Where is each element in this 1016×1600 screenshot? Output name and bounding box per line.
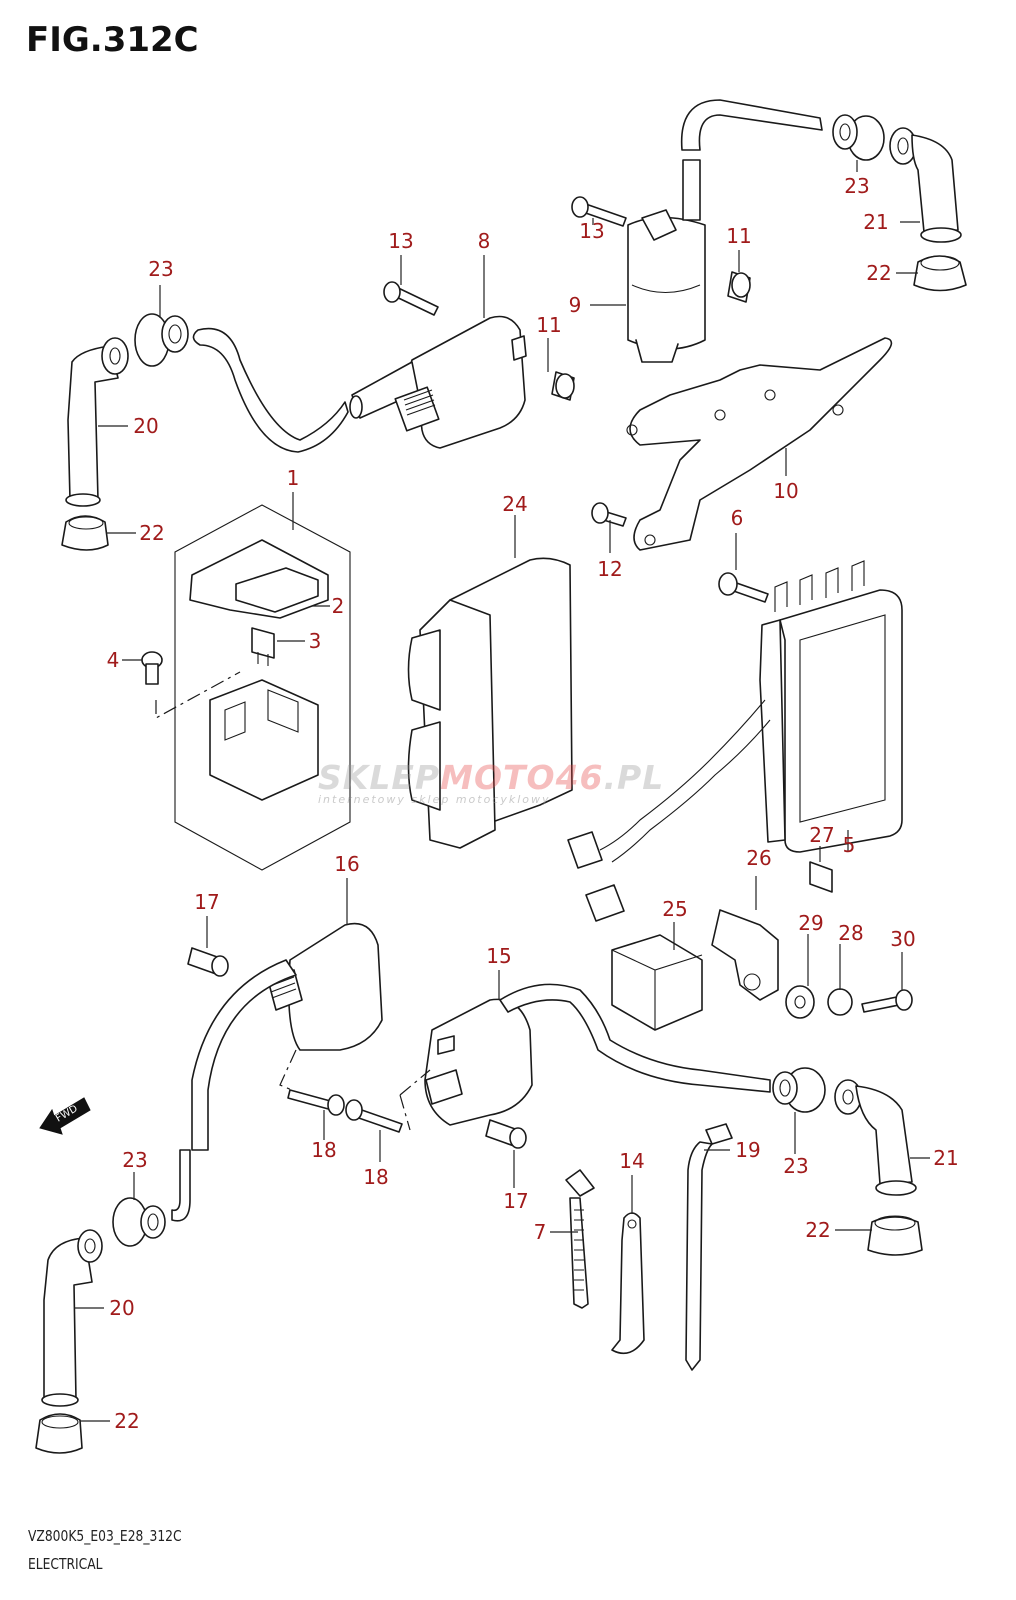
part-plug-cable-lower-left: [171, 959, 297, 1222]
part-ignition-coil-15[interactable]: [424, 998, 533, 1126]
part-cable-tie-19[interactable]: [685, 1123, 733, 1371]
part-screw-4[interactable]: [141, 651, 163, 685]
callout-4: 4: [107, 648, 120, 672]
callout-12: 12: [597, 557, 622, 581]
part-regulator-5[interactable]: [567, 560, 903, 922]
part-plug-cable-lower-middle: [499, 983, 771, 1093]
callout-10: 10: [773, 479, 798, 503]
callout-30: 30: [890, 927, 915, 951]
callout-7: 7: [534, 1220, 547, 1244]
part-collar-17-a[interactable]: [187, 947, 229, 977]
part-plug-cap-20-a[interactable]: [65, 337, 129, 507]
part-bolt-12[interactable]: [591, 502, 627, 527]
callout-14: 14: [619, 1149, 644, 1173]
callout-22-d: 22: [805, 1218, 830, 1242]
callout-18-a: 18: [311, 1138, 336, 1162]
model-code: VZ800K5_E03_E28_312C: [28, 1527, 182, 1545]
part-ecm-24[interactable]: [407, 557, 573, 849]
callout-11-b: 11: [726, 224, 751, 248]
part-holder-26[interactable]: [711, 909, 779, 1001]
figure-footer: VZ800K5_E03_E28_312C ELECTRICAL: [28, 1522, 182, 1578]
part-bolt-30[interactable]: [861, 989, 913, 1013]
part-bolt-6[interactable]: [718, 572, 769, 603]
callout-2: 2: [332, 594, 345, 618]
part-relay-25[interactable]: [611, 934, 703, 1031]
callout-19: 19: [735, 1138, 760, 1162]
callout-3: 3: [309, 629, 322, 653]
callout-21-b: 21: [933, 1146, 958, 1170]
part-bolt-18-a[interactable]: [287, 1089, 345, 1116]
part-fuse-3[interactable]: [251, 627, 275, 666]
callout-21-a: 21: [863, 210, 888, 234]
part-cap-23-a[interactable]: [134, 313, 189, 367]
section-name: ELECTRICAL: [28, 1555, 103, 1573]
part-plug-cap-20-b[interactable]: [41, 1229, 103, 1407]
callout-5: 5: [843, 833, 856, 857]
part-cushion-29[interactable]: [785, 985, 815, 1019]
part-bracket-10[interactable]: [626, 337, 893, 551]
callout-9: 9: [569, 293, 582, 317]
part-boot-22-c[interactable]: [35, 1413, 83, 1454]
part-boot-22-a[interactable]: [61, 515, 109, 551]
part-collar-11-a[interactable]: [551, 371, 575, 401]
callout-23-b: 23: [844, 174, 869, 198]
callout-24: 24: [502, 492, 527, 516]
callout-18-b: 18: [363, 1165, 388, 1189]
part-plug-cap-21-b[interactable]: [834, 1079, 917, 1196]
part-ignition-coil-9[interactable]: [627, 209, 706, 363]
part-plug-cable-left: [192, 327, 349, 453]
callout-labels: 1 2 3 4 5 6 7 8 9 10 11 11 12 13 13 14 1…: [107, 174, 959, 1433]
part-ignition-coil-16[interactable]: [267, 922, 383, 1051]
part-bolt-13-b[interactable]: [571, 196, 627, 227]
part-boot-22-b[interactable]: [913, 255, 967, 292]
forward-arrow-icon: FWD: [39, 1097, 91, 1135]
part-bolt-18-b[interactable]: [345, 1099, 403, 1133]
callout-22-b: 22: [866, 261, 891, 285]
part-collar-17-b[interactable]: [485, 1119, 527, 1149]
callout-6: 6: [731, 506, 744, 530]
callout-23-a: 23: [148, 257, 173, 281]
part-ignition-coil-8[interactable]: [349, 315, 527, 449]
part-clamp-14[interactable]: [611, 1212, 645, 1355]
callout-11-a: 11: [536, 313, 561, 337]
callout-27: 27: [809, 823, 834, 847]
part-collar-28[interactable]: [827, 988, 853, 1016]
part-plug-cap-21-a[interactable]: [889, 127, 962, 243]
part-collar-11-b[interactable]: [727, 271, 751, 303]
callout-16: 16: [334, 852, 359, 876]
callout-26: 26: [746, 846, 771, 870]
callout-25: 25: [662, 897, 687, 921]
callout-20-a: 20: [133, 414, 158, 438]
callout-28: 28: [838, 921, 863, 945]
part-cap-23-c[interactable]: [112, 1197, 166, 1247]
part-fusebox-group-1[interactable]: [174, 504, 351, 871]
callout-17-a: 17: [194, 890, 219, 914]
part-bolt-13-a[interactable]: [383, 281, 439, 316]
part-clamp-7[interactable]: [565, 1169, 595, 1309]
part-boot-22-d[interactable]: [867, 1215, 923, 1256]
callout-29: 29: [798, 911, 823, 935]
callout-13-b: 13: [579, 219, 604, 243]
callout-1: 1: [287, 466, 300, 490]
part-cap-23-b[interactable]: [832, 114, 885, 161]
figure-title: FIG.312C: [26, 20, 199, 60]
callout-22-c: 22: [114, 1409, 139, 1433]
callout-20-b: 20: [109, 1296, 134, 1320]
part-pad-27[interactable]: [809, 861, 833, 893]
callout-17-b: 17: [503, 1189, 528, 1213]
leader-lines: [74, 160, 930, 1422]
callout-15: 15: [486, 944, 511, 968]
callout-8: 8: [478, 229, 491, 253]
callout-23-d: 23: [783, 1154, 808, 1178]
callout-23-c: 23: [122, 1148, 147, 1172]
part-cap-23-d[interactable]: [772, 1067, 826, 1113]
callout-13-a: 13: [388, 229, 413, 253]
part-plug-cable-top: [680, 99, 823, 221]
callout-22-a: 22: [139, 521, 164, 545]
